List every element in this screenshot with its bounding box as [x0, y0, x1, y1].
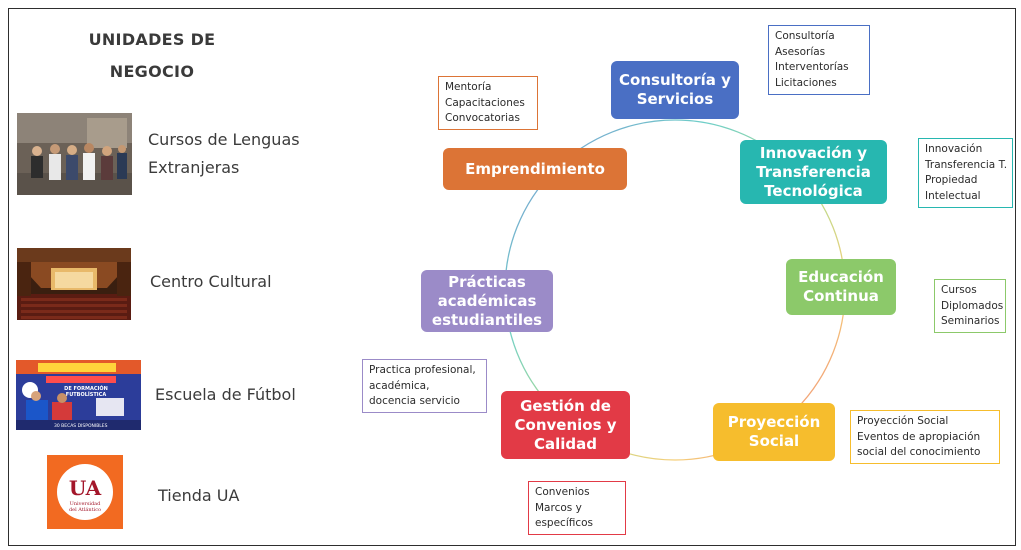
- node-gestion-label: Gestión de Convenios y Calidad: [514, 396, 617, 453]
- unit-label-text: Escuela de Fútbol: [155, 385, 296, 404]
- note-line: social del conocimiento: [857, 446, 981, 458]
- note-line: Asesorías: [775, 45, 826, 58]
- note-consultoria: Consultoría Asesorías Interventorías Lic…: [768, 25, 870, 95]
- note-line: Transferencia T.: [925, 158, 1008, 171]
- note-line: Mentoría: [445, 81, 492, 93]
- logo-text1: Universidad: [70, 501, 102, 507]
- poster-line2: FUTBOLÍSTICA: [66, 390, 107, 398]
- note-educacion: Cursos Diplomados Seminarios: [934, 279, 1006, 333]
- unit-label-languages: Cursos de Lenguas Extranjeras: [148, 126, 318, 182]
- note-line: Seminarios: [941, 315, 1000, 327]
- note-line: Intelectual: [925, 189, 981, 202]
- page-title: UNIDADES DE NEGOCIO: [88, 30, 216, 81]
- note-line: Propiedad: [925, 174, 978, 186]
- node-innovacion[interactable]: Innovación y Transferencia Tecnológica: [740, 140, 887, 204]
- note-line: Practica profesional,: [369, 364, 476, 376]
- note-line: específicos: [535, 517, 594, 529]
- node-consultoria[interactable]: Consultoría y Servicios: [611, 61, 739, 119]
- note-gestion: Convenios Marcos y específicos: [528, 481, 626, 535]
- node-educacion-label: Educación Continua: [798, 268, 884, 305]
- theater-photo: [17, 248, 131, 320]
- note-line: Diplomados: [941, 299, 1004, 312]
- node-consultoria-label: Consultoría y Servicios: [619, 71, 731, 108]
- note-line: Licitaciones: [775, 76, 837, 89]
- students-photo: [17, 113, 132, 195]
- node-gestion[interactable]: Gestión de Convenios y Calidad: [501, 391, 630, 459]
- unit-label-store: Tienda UA: [158, 482, 328, 510]
- note-line: Convocatorias: [445, 112, 520, 124]
- unit-label-cultural: Centro Cultural: [150, 268, 320, 296]
- note-line: docencia servicio: [369, 395, 460, 407]
- note-line: Cursos: [941, 284, 977, 296]
- note-innovacion: Innovación Transferencia T. Propiedad In…: [918, 138, 1013, 208]
- note-emprendimiento: Mentoría Capacitaciones Convocatorias: [438, 76, 538, 130]
- note-line: Convenios: [535, 486, 590, 498]
- note-line: Marcos y: [535, 501, 582, 514]
- node-practicas[interactable]: Prácticas académicas estudiantiles: [421, 270, 553, 332]
- poster-ribbon: 30 BECAS DISPONIBLES: [54, 423, 108, 429]
- node-proyeccion[interactable]: Proyección Social: [713, 403, 835, 461]
- note-line: Proyección Social: [857, 415, 949, 427]
- node-educacion[interactable]: Educación Continua: [786, 259, 896, 315]
- node-emprendimiento[interactable]: Emprendimiento: [443, 148, 627, 190]
- node-innovacion-label: Innovación y Transferencia Tecnológica: [756, 143, 871, 200]
- unit-label-text: Centro Cultural: [150, 272, 272, 291]
- node-practicas-label: Prácticas académicas estudiantiles: [431, 272, 543, 329]
- unit-label-text: Tienda UA: [158, 486, 240, 505]
- unit-label-text: Cursos de Lenguas Extranjeras: [148, 130, 300, 177]
- logo-mark: UA: [69, 476, 102, 500]
- note-line: académica,: [369, 379, 430, 392]
- note-line: Capacitaciones: [445, 96, 525, 109]
- unit-label-football: Escuela de Fútbol: [155, 381, 325, 409]
- note-practicas: Practica profesional, académica, docenci…: [362, 359, 487, 413]
- poster-line1: DE FORMACIÓN: [64, 385, 108, 392]
- note-proyeccion: Proyección Social Eventos de apropiación…: [850, 410, 1000, 464]
- node-proyeccion-label: Proyección Social: [727, 413, 821, 450]
- note-line: Interventorías: [775, 61, 849, 73]
- ua-logo: UA Universidad del Atlántico: [47, 455, 123, 529]
- football-school-poster: DE FORMACIÓN FUTBOLÍSTICA 30 BECAS DISPO…: [16, 360, 141, 430]
- note-line: Innovación: [925, 143, 983, 155]
- logo-text2: del Atlántico: [69, 506, 101, 513]
- note-line: Eventos de apropiación: [857, 430, 981, 443]
- node-emprendimiento-label: Emprendimiento: [465, 159, 605, 178]
- note-line: Consultoría: [775, 30, 835, 42]
